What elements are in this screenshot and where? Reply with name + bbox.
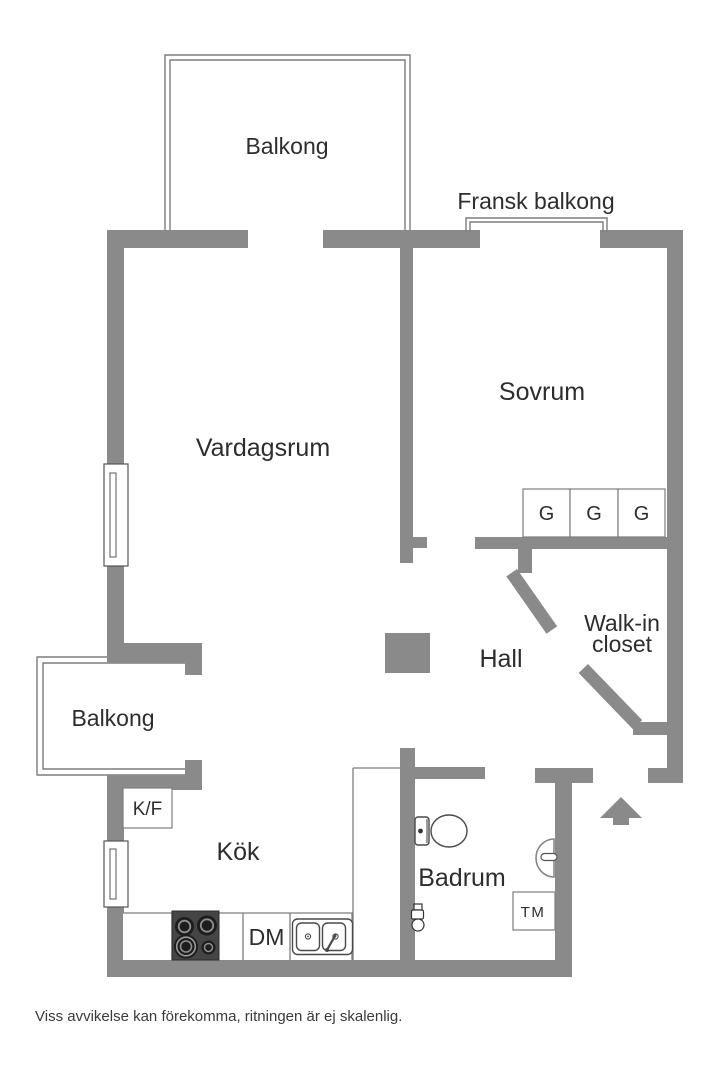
wall-entry-jamb — [648, 768, 670, 783]
toilet-bowl — [430, 814, 468, 848]
wall-hall-bedroom — [475, 537, 683, 549]
window-kitchen — [103, 840, 129, 908]
closet-door-leaf — [506, 569, 558, 634]
wall-balcony-jamb-top — [185, 663, 202, 675]
label-living-room: Vardagsrum — [196, 434, 330, 462]
balcony-left — [36, 656, 185, 776]
wall-bathroom-top-left — [415, 767, 485, 779]
kitchen-counter — [123, 910, 354, 961]
label-balcony-left: Balkong — [71, 705, 154, 731]
wall-left — [107, 230, 124, 977]
stove — [171, 910, 220, 961]
balcony-top-floor — [165, 55, 410, 231]
entry-arrow — [600, 797, 642, 825]
shaft-block — [385, 633, 430, 673]
burner-ring — [175, 936, 197, 957]
wall-right — [667, 230, 683, 783]
label-hall: Hall — [479, 645, 522, 673]
label-wardrobe-1: G — [539, 503, 555, 525]
burner — [201, 940, 216, 955]
label-balcony-top: Balkong — [245, 133, 328, 159]
faucet-base — [325, 948, 329, 952]
wardrobes — [522, 488, 666, 538]
faucet — [326, 933, 337, 951]
interior-walls — [385, 248, 683, 960]
label-wardrobe-3: G — [634, 503, 650, 525]
label-fridge-freezer: K/F — [133, 799, 163, 820]
entry-arrow-head — [600, 797, 642, 818]
bathroom-sink — [535, 838, 558, 878]
balcony-door-opening — [248, 229, 323, 248]
disclaimer-text: Viss avvikelse kan förekomma, ritningen … — [35, 1008, 402, 1025]
sink-tap — [540, 852, 558, 862]
window-sash — [109, 472, 117, 558]
wall-bathroom-left — [400, 748, 415, 960]
drain-dot — [307, 935, 309, 938]
toilet — [414, 814, 468, 848]
burner-ring — [199, 918, 215, 933]
wall-bedroom-door-jamb — [413, 537, 427, 548]
shower-mixer — [410, 903, 425, 932]
wall-balcony-jamb-bottom — [185, 760, 202, 775]
wall-bathroom-top-right — [535, 768, 593, 783]
wall-balcony-return-bottom — [107, 775, 202, 790]
label-wardrobe-2: G — [586, 503, 602, 525]
label-dishwasher: DM — [249, 924, 285, 950]
french-balcony-opening — [480, 229, 600, 248]
burner — [174, 934, 198, 959]
entry-arrow-stem — [613, 818, 629, 825]
balcony-top — [164, 54, 411, 231]
french-balcony-rail-inner — [469, 221, 604, 232]
wardrobe-box — [569, 488, 619, 538]
burner-ring — [179, 940, 193, 953]
mixer-knob — [411, 918, 425, 932]
washing-machine-box — [512, 891, 556, 931]
label-bedroom: Sovrum — [499, 378, 585, 406]
burner-ring — [177, 919, 192, 934]
wall-entry-chamfer-return — [633, 722, 668, 735]
balcony-top-rail-outer — [164, 54, 411, 231]
mixer-top — [413, 903, 423, 911]
burner — [175, 917, 194, 936]
label-french-balcony: Fransk balkong — [457, 188, 614, 214]
kitchen-sink — [291, 918, 354, 956]
label-bathroom: Badrum — [418, 864, 506, 892]
toilet-flush-button — [418, 828, 423, 834]
wall-livingroom-bedroom — [400, 248, 413, 563]
label-walk-in-line2: closet — [592, 631, 653, 657]
wall-entry-chamfer — [578, 664, 643, 730]
balcony-left-floor — [37, 657, 185, 775]
label-kitchen: Kök — [216, 838, 260, 866]
window-sash — [109, 848, 117, 900]
wall-bathroom-right — [555, 783, 572, 960]
wardrobe-box — [617, 488, 666, 538]
drain — [304, 933, 312, 940]
window-livingroom — [103, 463, 129, 567]
wall-closet-door-stub — [518, 549, 532, 573]
label-walk-in-line1: Walk-in — [584, 610, 660, 636]
fridge-freezer-box — [122, 787, 173, 829]
french-balcony-rail-outer — [465, 217, 608, 232]
burner-ring — [203, 942, 214, 953]
wall-balcony-return-top — [107, 643, 202, 663]
french-balcony — [465, 217, 608, 232]
balcony-top-rail-inner — [169, 59, 406, 231]
mixer-body — [410, 909, 425, 920]
label-washing-machine: TM — [521, 904, 546, 921]
wall-bottom — [107, 960, 572, 977]
